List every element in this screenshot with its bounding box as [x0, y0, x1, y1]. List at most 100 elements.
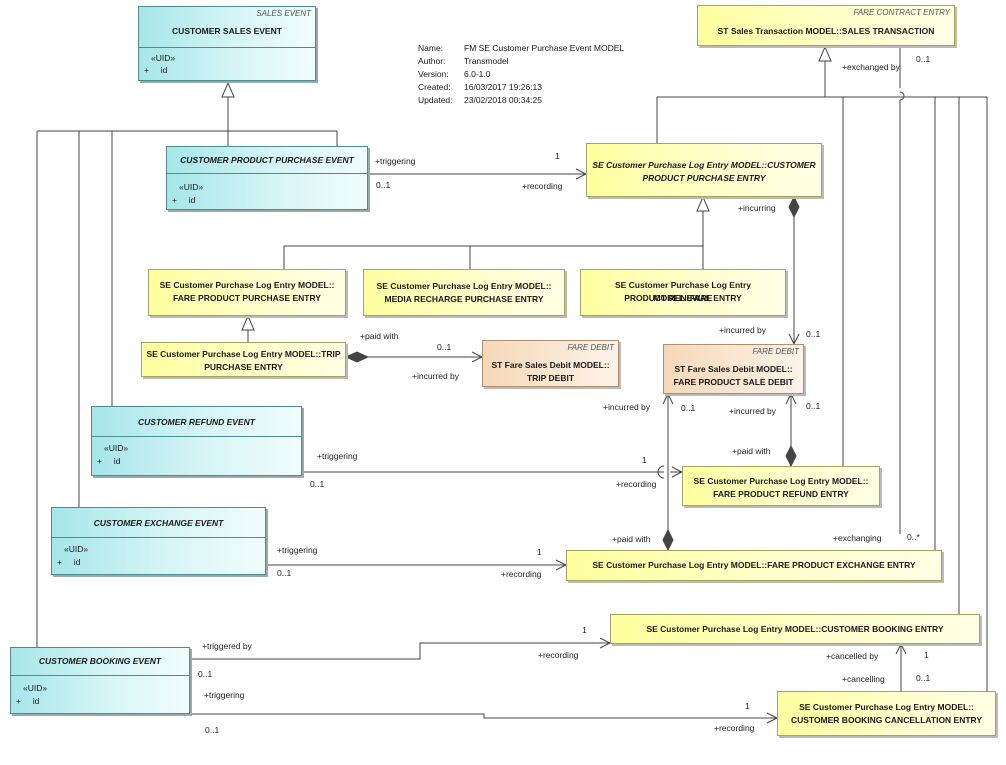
- class-fare-product-purchase-entry[interactable]: SE Customer Purchase Log Entry MODEL:: F…: [148, 269, 346, 316]
- role-label: +triggering: [317, 451, 358, 461]
- role-label: +paid with: [360, 331, 399, 341]
- role-label: +cancelling: [842, 674, 885, 684]
- gen-arrow-sales-transaction: [818, 45, 832, 62]
- class-name-line-2: CUSTOMER BOOKING CANCELLATION ENTRY: [790, 715, 983, 725]
- meta-name: FM SE Customer Purchase Event MODEL: [464, 43, 625, 53]
- class-sales-transaction[interactable]: FARE CONTRACT ENTRY ST Sales Transaction…: [697, 5, 955, 46]
- class-customer-product-purchase-entry[interactable]: SE Customer Purchase Log Entry MODEL::CU…: [586, 143, 822, 197]
- class-name-line-2: PRODUCT PURCHASE ENTRY: [642, 173, 766, 183]
- multiplicity-label: 0..1: [681, 403, 696, 413]
- multiplicity-label: 1: [745, 701, 750, 711]
- role-label: +exchanged by: [842, 62, 900, 72]
- meta-author: Transmodel: [464, 56, 509, 66]
- multiplicity-label: 1: [582, 625, 587, 635]
- attribute-stereotype: «UID»: [104, 443, 129, 453]
- class-name: CUSTOMER EXCHANGE EVENT: [93, 518, 224, 528]
- role-label: +recording: [616, 479, 657, 489]
- class-name: SE Customer Purchase Log Entry MODEL::CU…: [646, 624, 944, 634]
- class-name-line-2: FARE PRODUCT REFUND ENTRY: [713, 489, 849, 499]
- gen-arrow-sales-event: [221, 81, 235, 98]
- meta-updated: 23/02/2018 00:34:25: [464, 95, 542, 105]
- class-customer-exchange-event[interactable]: CUSTOMER EXCHANGE EVENT «UID» + id: [51, 507, 266, 575]
- multiplicity-label: 0..1: [806, 401, 821, 411]
- multiplicity-label: 0..1: [437, 342, 452, 352]
- meta-version-label: Version:: [418, 69, 449, 79]
- class-name-line-2: MEDIA RECHARGE PURCHASE ENTRY: [384, 294, 544, 304]
- role-label: +incurred by: [603, 402, 651, 412]
- class-name: CUSTOMER PRODUCT PURCHASE EVENT: [180, 155, 354, 165]
- class-name-line-1: ST Fare Sales Debit MODEL::: [674, 364, 793, 374]
- role-label: +incurred by: [412, 371, 460, 381]
- role-label: +incurred by: [719, 325, 767, 335]
- compartment-divider: [167, 173, 367, 174]
- role-label: +triggering: [375, 156, 416, 166]
- multiplicity-label: 0..1: [205, 725, 220, 735]
- attribute-id: + id: [172, 195, 196, 205]
- role-label: +incurring: [738, 203, 776, 213]
- class-customer-refund-event[interactable]: CUSTOMER REFUND EVENT «UID» + id: [91, 406, 302, 476]
- role-label: +paid with: [612, 534, 651, 544]
- class-customer-booking-entry[interactable]: SE Customer Purchase Log Entry MODEL::CU…: [610, 614, 980, 644]
- class-trip-debit[interactable]: FARE DEBIT ST Fare Sales Debit MODEL:: T…: [482, 340, 619, 387]
- class-name: CUSTOMER REFUND EVENT: [138, 417, 255, 427]
- multiplicity-label: 1: [537, 547, 542, 557]
- composition-refund-debit: [785, 444, 797, 468]
- compartment-divider: [52, 537, 265, 538]
- class-customer-booking-event[interactable]: CUSTOMER BOOKING EVENT «UID» + id: [10, 647, 190, 714]
- compartment-divider: [11, 675, 189, 676]
- role-label: +recording: [538, 650, 579, 660]
- compartment-divider: [92, 436, 301, 437]
- meta-version: 6.0-1.0: [464, 69, 491, 79]
- gen-arrow-purchase-entry: [696, 195, 710, 212]
- stereotype-label: FARE DEBIT: [752, 347, 799, 356]
- attribute-id: + id: [16, 696, 40, 706]
- multiplicity-label: 0..1: [916, 54, 931, 64]
- attribute-stereotype: «UID»: [23, 683, 48, 693]
- meta-name-label: Name:: [418, 43, 444, 53]
- role-label: +exchanging: [833, 533, 882, 543]
- stereotype-label: FARE CONTRACT ENTRY: [853, 8, 950, 17]
- attribute-id: + id: [57, 557, 81, 567]
- multiplicity-label: 1: [555, 151, 560, 161]
- multiplicity-label: 0..1: [198, 669, 213, 679]
- role-label: +cancelled by: [826, 651, 879, 661]
- multiplicity-label: 0..*: [907, 532, 920, 542]
- role-label: +triggering: [204, 690, 245, 700]
- class-media-recharge-purchase-entry[interactable]: SE Customer Purchase Log Entry MODEL:: M…: [363, 269, 565, 316]
- class-name-line-1: SE Customer Purchase Log Entry MODEL::: [159, 280, 335, 290]
- class-fare-product-renewal-entry[interactable]: SE Customer Purchase Log Entry MODEL::FA…: [580, 269, 786, 316]
- class-customer-product-purchase-event[interactable]: CUSTOMER PRODUCT PURCHASE EVENT «UID» + …: [166, 146, 368, 210]
- class-customer-sales-event[interactable]: SALES EVENT CUSTOMER SALES EVENT «UID» +…: [138, 6, 316, 81]
- attribute-id: + id: [97, 456, 121, 466]
- meta-created: 16/03/2017 19:26:13: [464, 82, 542, 92]
- class-name-line-1: SE Customer Purchase Log Entry MODEL::TR…: [146, 349, 341, 359]
- class-trip-purchase-entry[interactable]: SE Customer Purchase Log Entry MODEL::TR…: [141, 342, 346, 377]
- stereotype-label: FARE DEBIT: [567, 343, 614, 352]
- multiplicity-label: 1: [642, 455, 647, 465]
- class-name-line-1: SE Customer Purchase Log Entry MODEL::CU…: [592, 160, 816, 170]
- composition-exchange-debit: [662, 528, 674, 552]
- role-label: +recording: [714, 723, 755, 733]
- attribute-id: + id: [144, 65, 168, 75]
- multiplicity-label: 0..1: [310, 479, 325, 489]
- multiplicity-label: 0..1: [277, 568, 292, 578]
- role-label: +recording: [501, 569, 542, 579]
- meta-author-label: Author:: [418, 56, 446, 66]
- role-label: +recording: [522, 181, 563, 191]
- role-label: +paid with: [732, 446, 771, 456]
- meta-updated-label: Updated:: [418, 95, 453, 105]
- attribute-stereotype: «UID»: [151, 53, 176, 63]
- class-name-line-1: SE Customer Purchase Log Entry MODEL::: [376, 281, 552, 291]
- diagram-metadata: Name: FM SE Customer Purchase Event MODEL…: [418, 42, 624, 107]
- attribute-stereotype: «UID»: [179, 182, 204, 192]
- class-name-line-2: FARE PRODUCT PURCHASE ENTRY: [173, 293, 321, 303]
- class-fare-product-refund-entry[interactable]: SE Customer Purchase Log Entry MODEL:: F…: [682, 466, 880, 506]
- class-name: SE Customer Purchase Log Entry MODEL::FA…: [592, 560, 916, 570]
- class-fare-product-exchange-entry[interactable]: SE Customer Purchase Log Entry MODEL::FA…: [566, 550, 942, 581]
- multiplicity-label: 0..1: [376, 180, 391, 190]
- class-customer-booking-cancellation-entry[interactable]: SE Customer Purchase Log Entry MODEL:: C…: [777, 691, 996, 736]
- class-name-line-1: SE Customer Purchase Log Entry MODEL::: [799, 702, 974, 712]
- class-fare-product-sale-debit[interactable]: FARE DEBIT ST Fare Sales Debit MODEL:: F…: [663, 344, 804, 394]
- composition-purchase-debit: [788, 195, 800, 219]
